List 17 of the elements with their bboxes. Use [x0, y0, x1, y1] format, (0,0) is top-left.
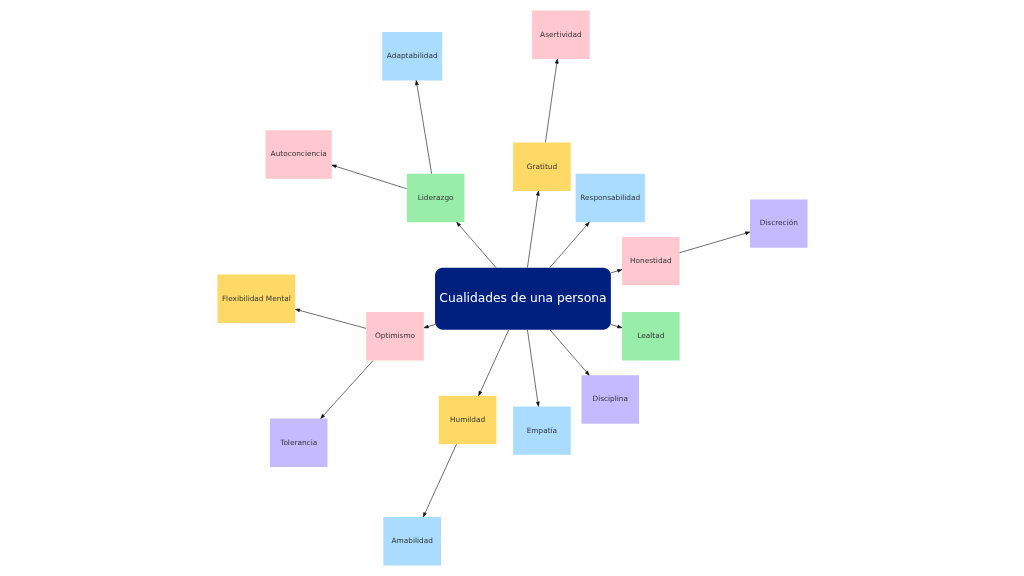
arrow	[331, 164, 407, 190]
arrow	[678, 231, 750, 253]
arrow	[294, 308, 366, 329]
arrow	[544, 58, 559, 143]
arrow	[526, 329, 540, 407]
node-box: Cualidades de una persona	[434, 267, 611, 330]
arrow	[423, 324, 435, 329]
arrow	[526, 190, 540, 268]
arrow	[319, 360, 373, 419]
arrow	[549, 329, 590, 376]
arrow	[422, 443, 457, 518]
arrow	[455, 221, 496, 268]
arrow	[414, 80, 432, 175]
arrow	[610, 324, 622, 329]
arrow	[477, 329, 509, 396]
arrow	[610, 269, 622, 274]
arrow	[549, 221, 590, 268]
